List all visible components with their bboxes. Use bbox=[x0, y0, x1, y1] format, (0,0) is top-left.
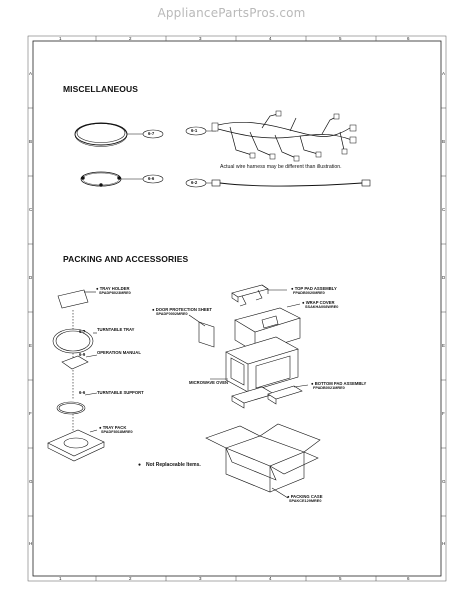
code-bottom-pad-assembly: FPADB0021MRE0 bbox=[313, 386, 345, 390]
row-label-g-right: G bbox=[442, 479, 446, 484]
code-packing-case: SPAKCE129MRE0 bbox=[289, 499, 322, 503]
row-label-b-right: B bbox=[442, 139, 446, 144]
callout-6-7-misc: 6-7 bbox=[148, 131, 155, 136]
code-tray-holder: SPADP8023MRE0 bbox=[99, 291, 131, 295]
label-wrap-cover: ● WRAP COVER bbox=[302, 300, 335, 305]
label-turntable-support: TURNTABLE SUPPORT bbox=[97, 390, 144, 395]
row-label-d-left: D bbox=[29, 275, 33, 280]
col-label-1-bottom: 1 bbox=[59, 576, 62, 581]
callout-6-7-packing: 6-7 bbox=[79, 329, 86, 334]
label-top-pad-assembly: ● TOP PAD ASSEMBLY bbox=[291, 286, 337, 291]
row-label-a-left: A bbox=[29, 71, 33, 76]
col-label-3-bottom: 3 bbox=[199, 576, 202, 581]
col-label-6-top: 6 bbox=[407, 36, 410, 41]
callout-6-6-packing: 6-6 bbox=[79, 390, 86, 395]
label-microwave-oven: MICROWAVE OVEN bbox=[189, 380, 229, 385]
packing-title: PACKING AND ACCESSORIES bbox=[63, 254, 189, 264]
col-label-6-bottom: 6 bbox=[407, 576, 410, 581]
col-label-4-top: 4 bbox=[269, 36, 272, 41]
label-bottom-pad-assembly: ● BOTTOM PAD ASSEMBLY bbox=[311, 381, 367, 386]
row-label-g-left: G bbox=[29, 479, 33, 484]
row-label-e-right: E bbox=[442, 343, 446, 348]
col-label-2-bottom: 2 bbox=[129, 576, 132, 581]
code-wrap-cover: SSAKHA008WRE0 bbox=[305, 305, 339, 309]
row-label-d-right: D bbox=[442, 275, 446, 280]
row-label-a-right: A bbox=[442, 71, 446, 76]
callout-6-2: 6-2 bbox=[191, 180, 198, 185]
watermark: AppliancePartsPros.com bbox=[157, 6, 306, 20]
not-replaceable-note: Not Replaceable Items. bbox=[146, 462, 201, 468]
wire-harness-note: Actual wire harness may be different tha… bbox=[220, 164, 342, 170]
label-tray-holder: ● TRAY HOLDER bbox=[96, 286, 130, 291]
col-label-5-bottom: 5 bbox=[339, 576, 342, 581]
callout-6-6-misc: 6-6 bbox=[148, 176, 155, 181]
col-label-1-top: 1 bbox=[59, 36, 62, 41]
col-label-4-bottom: 4 bbox=[269, 576, 272, 581]
col-label-2-top: 2 bbox=[129, 36, 132, 41]
col-label-3-top: 3 bbox=[199, 36, 202, 41]
row-label-b-left: B bbox=[29, 139, 33, 144]
row-label-f-right: F bbox=[442, 411, 445, 416]
callout-6-9-packing: 6-9 bbox=[79, 352, 86, 357]
not-replaceable-bullet: ● bbox=[138, 462, 142, 468]
label-door-protection-sheet: ● DOOR PROTECTION SHEET bbox=[152, 307, 212, 312]
row-label-h-right: H bbox=[442, 541, 446, 546]
code-tray-pack: SPADF8018MRE0 bbox=[101, 430, 133, 434]
row-label-c-left: C bbox=[29, 207, 33, 212]
code-top-pad-assembly: FPADB0020MRE0 bbox=[293, 291, 325, 295]
row-label-h-left: H bbox=[29, 541, 33, 546]
label-turntable-tray: TURNTABLE TRAY bbox=[97, 327, 135, 332]
row-label-e-left: E bbox=[29, 343, 33, 348]
label-packing-case: ● PACKING CASE bbox=[287, 494, 323, 499]
row-label-f-left: F bbox=[29, 411, 32, 416]
label-tray-pack: ● TRAY PACK bbox=[99, 425, 127, 430]
miscellaneous-title: MISCELLANEOUS bbox=[63, 84, 138, 94]
col-label-5-top: 5 bbox=[339, 36, 342, 41]
code-door-protection-sheet: SPADF0002MRE0 bbox=[156, 312, 188, 316]
callout-6-1: 6-1 bbox=[191, 128, 198, 133]
row-label-c-right: C bbox=[442, 207, 446, 212]
label-operation-manual: OPERATION MANUAL bbox=[97, 350, 141, 355]
